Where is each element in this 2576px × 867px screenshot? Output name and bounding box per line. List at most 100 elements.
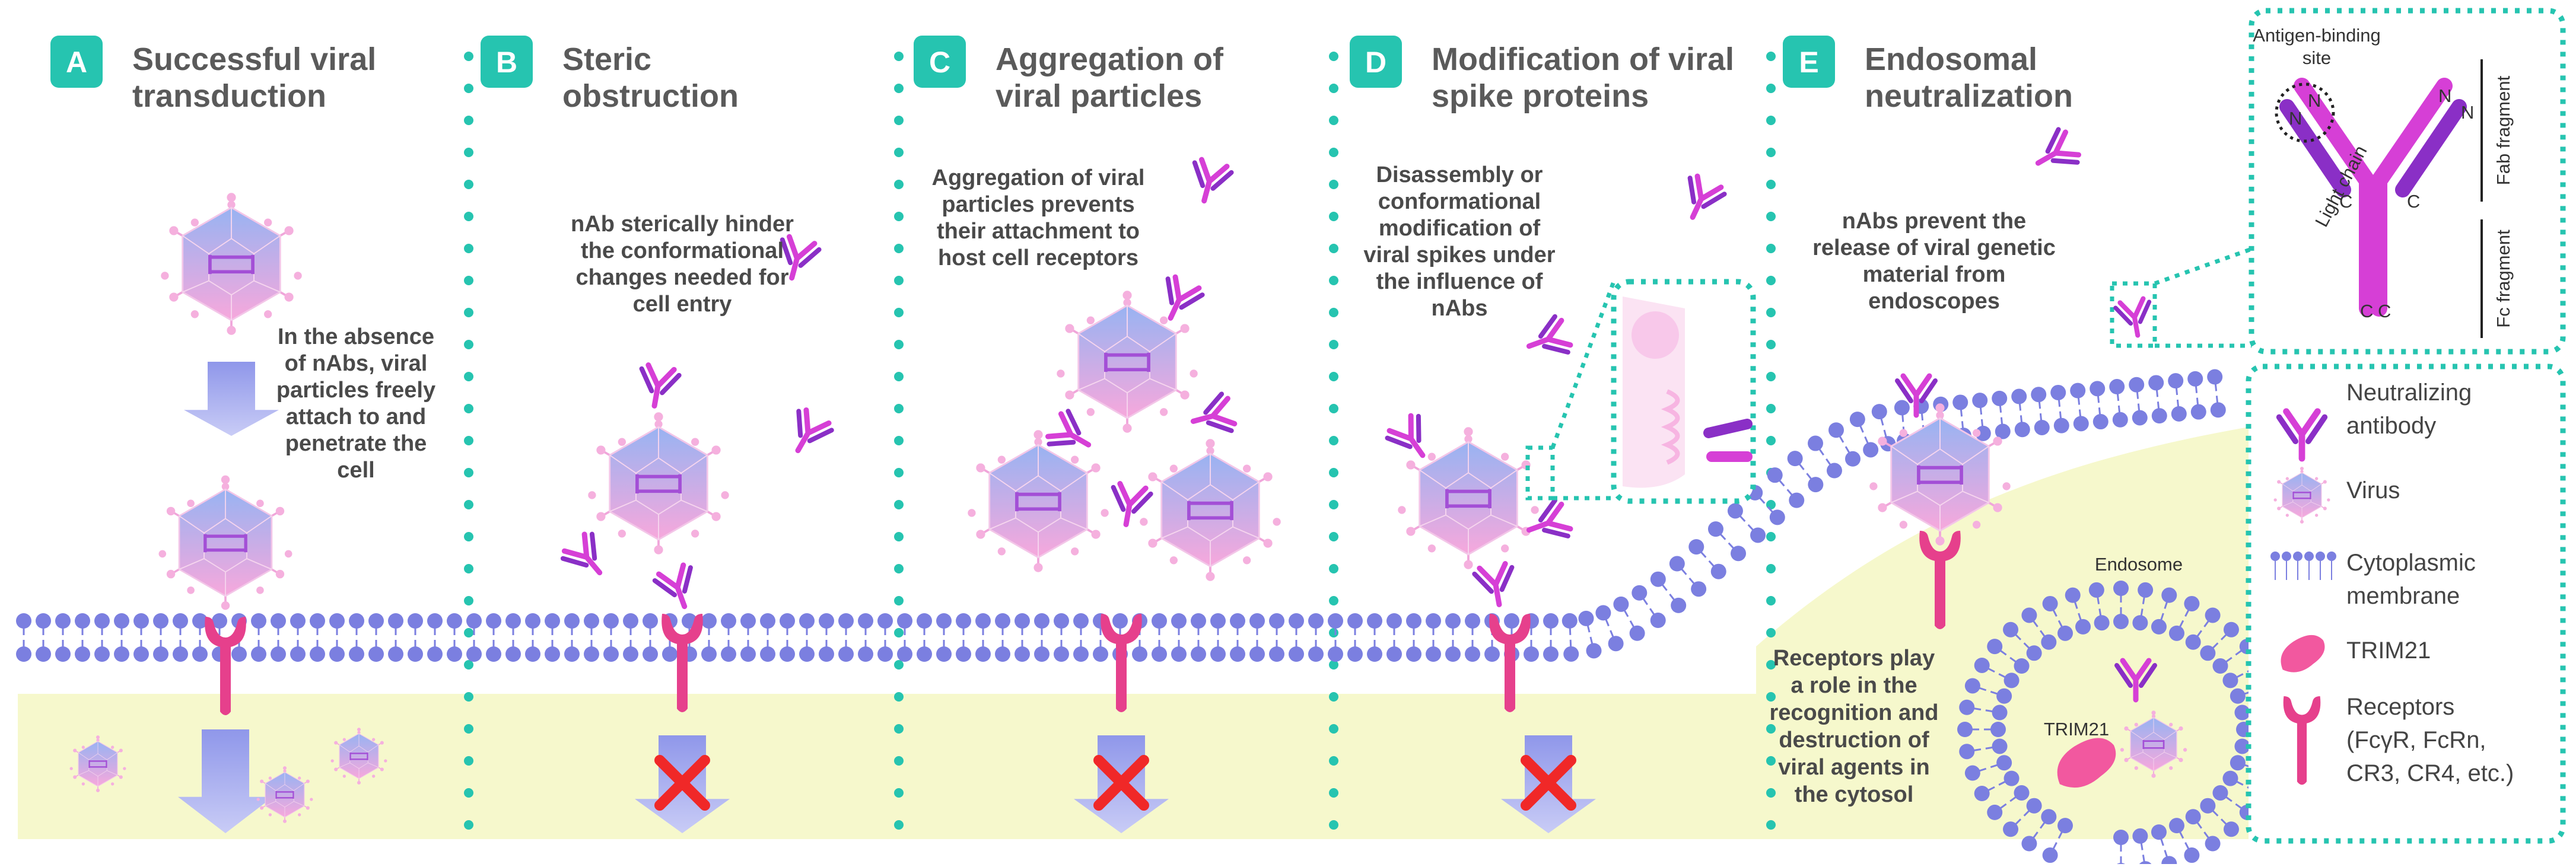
lipid-head	[114, 646, 129, 662]
lipid-head	[2070, 383, 2086, 399]
lipid-head	[858, 613, 873, 629]
virus-facet	[1060, 517, 1087, 530]
fab-fragment-label: Fab fragment	[2493, 75, 2514, 185]
virus-spike-tip	[169, 226, 179, 235]
lipid-head	[388, 613, 403, 629]
c-label: C	[2407, 191, 2420, 212]
virus-spike-tip	[1206, 447, 1214, 455]
virus-icon	[588, 412, 729, 554]
light-chain-shape	[2279, 99, 2467, 197]
virus-facet	[1490, 469, 1518, 489]
virus-facet	[2164, 731, 2177, 740]
antibody-icon	[1045, 409, 1092, 448]
lipid-head	[1230, 613, 1245, 629]
separator-dot	[894, 724, 904, 734]
lipid-head	[466, 613, 482, 629]
lipid-head	[368, 613, 384, 629]
lipid-head	[1992, 390, 2008, 406]
block-x-stroke	[1521, 755, 1576, 811]
virus-spike-tip	[1973, 521, 1981, 529]
separator-dot	[894, 308, 904, 317]
virus-spike-tip	[190, 218, 199, 227]
lipid-head	[897, 613, 912, 629]
separator-dot	[1329, 436, 1338, 445]
separator-dot	[894, 628, 904, 638]
separator-dot	[464, 436, 473, 445]
lipid-head	[153, 613, 168, 629]
virus-spike-tip	[96, 788, 100, 792]
lipid-head	[897, 646, 912, 662]
virus-spike-tip	[294, 272, 302, 280]
lipid-head	[643, 646, 658, 662]
virus-facet	[293, 783, 305, 791]
receptor-stem	[2297, 718, 2307, 785]
antibody-light-chain	[1895, 378, 1938, 403]
lipid-head	[1595, 605, 1611, 621]
virus-spike-tip	[1243, 556, 1251, 565]
virus-spike-tip	[997, 455, 1006, 464]
antibody-icon	[1526, 498, 1573, 538]
lipid-head	[2212, 658, 2228, 674]
lipid-head	[623, 646, 638, 662]
virus-icon	[161, 193, 302, 335]
lipid-head	[2200, 798, 2216, 814]
virus-spike-tip	[310, 798, 313, 801]
virus-icon	[1057, 291, 1198, 433]
lipid-head	[1959, 699, 1975, 715]
lipid-head	[1964, 765, 1980, 781]
antibody-heavy-chain	[1477, 561, 1508, 607]
lipid-head	[1171, 613, 1187, 629]
zoom-antibody-arm	[1703, 419, 1753, 438]
lipid-head	[2014, 785, 2030, 801]
antibody-heavy-chain	[561, 531, 603, 576]
separator-dot	[464, 820, 473, 830]
antibody-heavy-chain	[1190, 396, 1238, 427]
virus-facet	[989, 517, 1016, 530]
lipid-head	[251, 646, 266, 662]
virus-spike-tip	[1206, 572, 1215, 581]
separator-dot	[1766, 500, 1776, 509]
virus-facet	[179, 558, 205, 570]
virus-facet	[1232, 481, 1260, 501]
virus-genome	[1445, 489, 1491, 509]
virus-spike-tip	[1086, 316, 1095, 324]
lipid-head	[75, 613, 90, 629]
virus-spike-tip	[618, 530, 626, 538]
lipid-head	[701, 613, 717, 629]
lipid-head	[173, 646, 188, 662]
lipid-head	[1152, 646, 1167, 662]
lipid-head	[486, 613, 501, 629]
lipid-head	[1445, 613, 1461, 629]
virus-spike-tip	[342, 774, 346, 778]
lipid-head	[643, 613, 658, 629]
lipid-head	[2042, 847, 2058, 863]
virus-spike-tip	[1878, 436, 1887, 446]
lipid-head	[2026, 798, 2042, 814]
legend-label-line: Cytoplasmic	[2346, 550, 2476, 576]
lipid-head	[2151, 619, 2167, 635]
virus-facet	[1104, 336, 1150, 394]
separator-dot	[464, 212, 473, 221]
n-label: N	[2461, 102, 2474, 123]
virus-genome	[1104, 352, 1150, 372]
virus-spike-tip	[221, 483, 230, 490]
lipid-head	[290, 613, 306, 629]
antibody-source-icon	[2113, 296, 2152, 338]
virus-facet	[2164, 752, 2177, 758]
separator-dot	[1329, 756, 1338, 766]
lipid-head	[1632, 585, 1648, 601]
virus-spike-tip	[334, 767, 338, 772]
lipid-head	[1987, 804, 2003, 820]
antibody-light-chain	[560, 531, 597, 568]
virus-genome	[2292, 491, 2311, 499]
virus-spike-tip	[2323, 506, 2327, 511]
panel-title-line: Steric	[562, 42, 651, 77]
lipid-head	[1386, 613, 1402, 629]
virus-spike-tip	[654, 545, 663, 554]
virus-spike-tip	[2300, 470, 2304, 473]
